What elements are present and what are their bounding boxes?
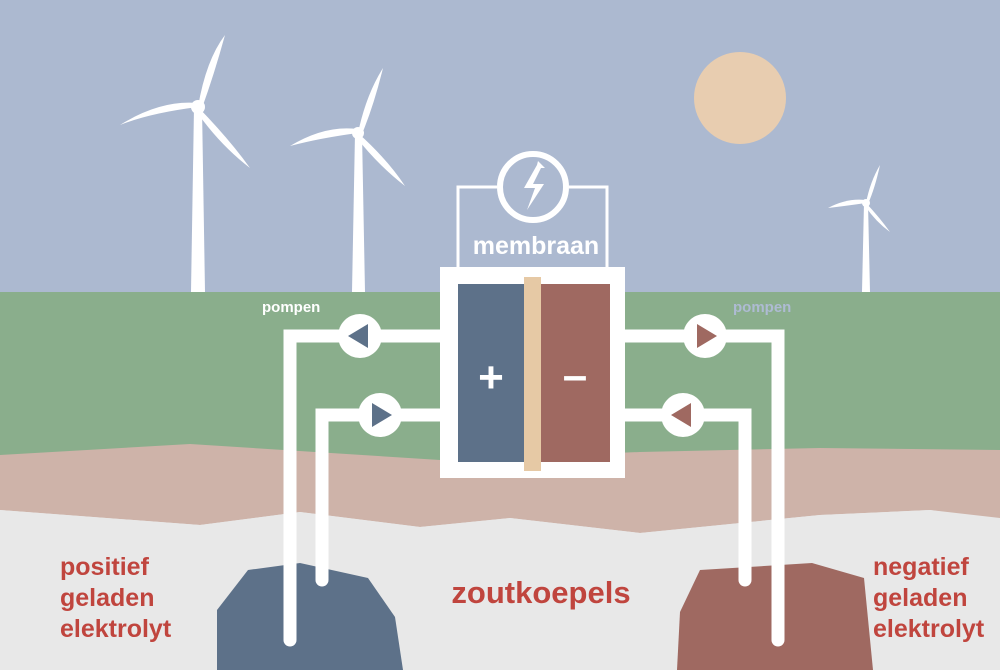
pump-arrow-left-icon: [671, 403, 691, 427]
membrane-label: membraan: [473, 232, 599, 260]
pipe-positive-outer: [283, 329, 449, 647]
pump-arrow-right-icon: [372, 403, 392, 427]
circuit-wire: [456, 185, 497, 267]
pump-negative-out: [683, 314, 727, 358]
positive-label-line-3: elektrolyt: [60, 615, 172, 643]
negative-label-line-2: geladen: [873, 584, 967, 612]
negative-label-line-3: elektrolyt: [873, 615, 985, 643]
positive-label-line-2: geladen: [60, 584, 154, 612]
minus-sign: –: [563, 351, 587, 400]
positive-electrolyte-cavern: [217, 563, 403, 670]
pipe-negative-outer: [616, 329, 785, 647]
wind-turbine-1: [120, 35, 250, 292]
pump-negative-in: [661, 393, 705, 437]
plus-sign: +: [478, 353, 504, 402]
positive-half-cell: [458, 284, 525, 462]
pump-arrow-right-icon: [697, 324, 717, 348]
pump-positive-in: [358, 393, 402, 437]
pumps-label-left: pompen: [262, 299, 320, 316]
negative-half-cell: [541, 284, 610, 462]
wind-turbine-2: [290, 68, 405, 292]
sky: [0, 0, 1000, 300]
pump-positive-out: [338, 314, 382, 358]
membrane: [524, 277, 541, 471]
pump-arrow-left-icon: [348, 324, 368, 348]
salt-domes-label: zoutkoepels: [451, 575, 630, 610]
sun: [694, 52, 786, 144]
circuit-wire: [569, 185, 609, 267]
negative-label-line-1: negatief: [873, 553, 970, 581]
lightning-bolt-icon: [497, 151, 569, 223]
wind-turbine-3: [828, 165, 890, 292]
pumps-label-right: pompen: [733, 299, 791, 316]
positive-label-line-1: positief: [60, 553, 150, 581]
